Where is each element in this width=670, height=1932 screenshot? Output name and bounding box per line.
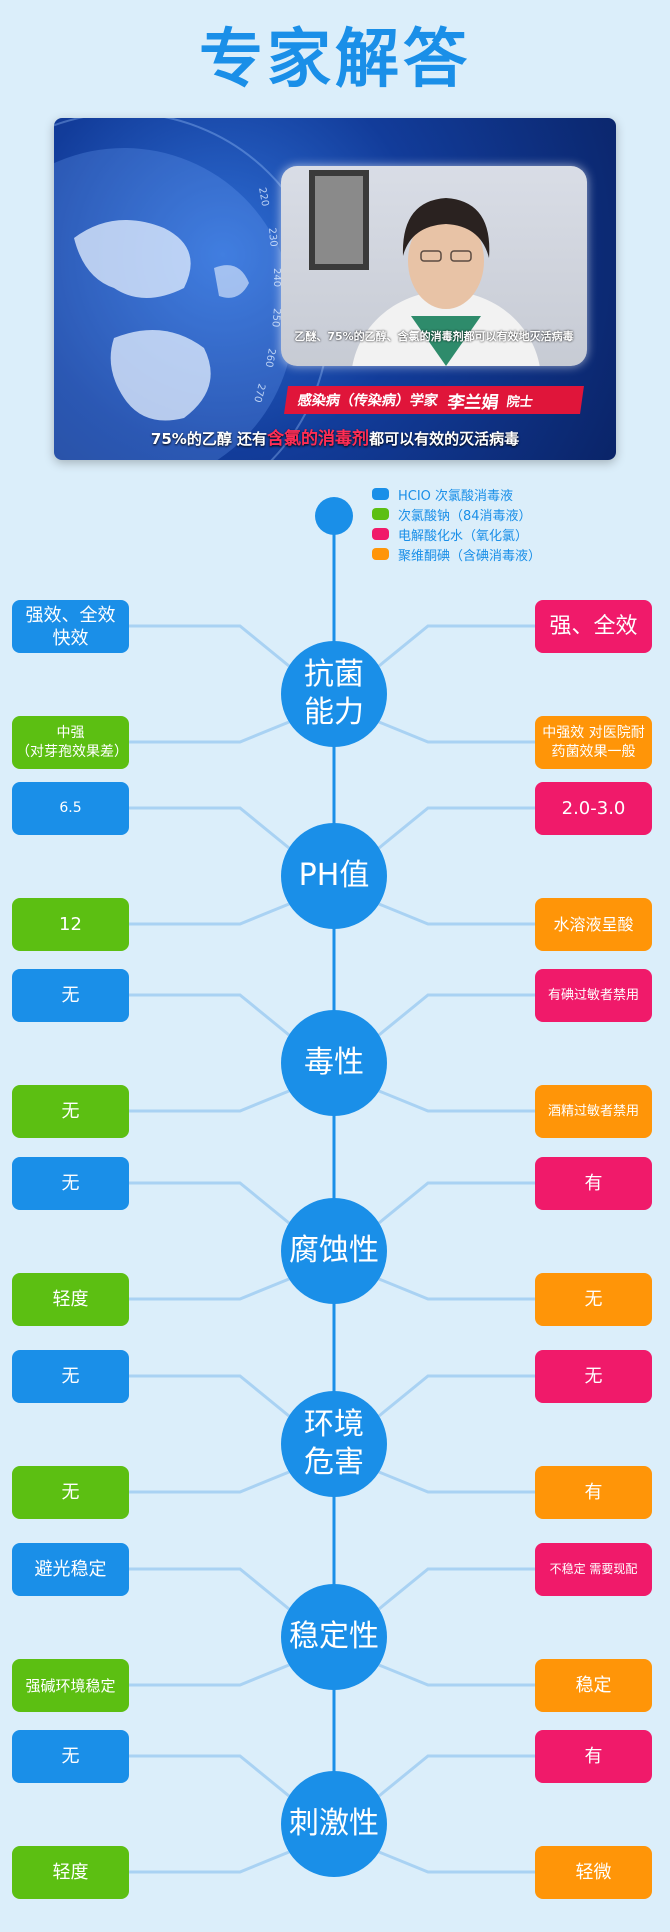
video-subtitle: 75%的乙醇 还有含氯的消毒剂都可以有效的灭活病毒 (54, 424, 616, 449)
value-box-left-bottom: 无 (12, 1466, 129, 1519)
subtitle-before: 75%的乙醇 还有 (150, 430, 268, 448)
connector-line (129, 1754, 290, 1798)
legend-swatch (372, 548, 389, 560)
connector-line (129, 1089, 290, 1113)
value-box-left-bottom: 轻度 (12, 1846, 129, 1899)
connector-line (129, 902, 290, 926)
connector-line (378, 1754, 535, 1798)
dial-number: 220 (256, 187, 270, 208)
legend: HCIO 次氯酸消毒液次氯酸钠（84消毒液） 电解酸化水（氧化氯） 聚维酮碘（含碘消… (372, 484, 541, 564)
legend-swatch (372, 508, 389, 520)
value-box-right-top: 不稳定 需要现配 (535, 1543, 652, 1596)
connector-line (129, 993, 290, 1037)
value-box-left-top: 无 (12, 1730, 129, 1783)
video-caption: 乙醚、75%的乙醇、含氯的消毒剂都可以有效地灭活病毒 (294, 330, 574, 343)
top-node (315, 497, 353, 535)
connector-line (129, 1663, 290, 1687)
value-box-right-top: 有 (535, 1730, 652, 1783)
connector-line (378, 624, 535, 668)
legend-item: HCIO 次氯酸消毒液 (372, 484, 541, 504)
legend-swatch (372, 528, 389, 540)
connector-line (129, 720, 290, 744)
connector-line (378, 1850, 535, 1874)
connector-line (378, 902, 535, 926)
dial-number: 260 (263, 347, 277, 368)
legend-item: 聚维酮碘（含碘消毒液） (372, 544, 541, 564)
legend-item: 电解酸化水（氧化氯） (372, 524, 541, 544)
subtitle-highlight: 含氯的消毒剂 (267, 429, 370, 449)
value-box-left-top: 无 (12, 1350, 129, 1403)
value-box-left-top: 无 (12, 1157, 129, 1210)
value-box-right-top: 有碘过敏者禁用 (535, 969, 652, 1022)
subtitle-after: 都可以有效的灭活病毒 (369, 430, 520, 448)
category-node: 环境 危害 (281, 1391, 387, 1497)
connector-line (129, 1277, 290, 1301)
connector-line (378, 993, 535, 1037)
connector-line (378, 1277, 535, 1301)
value-box-right-bottom: 无 (535, 1273, 652, 1326)
value-box-right-top: 强、全效 (535, 600, 652, 653)
dial-number: 270 (251, 382, 267, 403)
legend-swatch (372, 488, 389, 500)
value-box-left-top: 无 (12, 969, 129, 1022)
connector-line (129, 1567, 290, 1611)
value-box-right-bottom: 有 (535, 1466, 652, 1519)
value-box-left-top: 6.5 (12, 782, 129, 835)
connector-line (378, 1663, 535, 1687)
connector-line (378, 1567, 535, 1611)
value-box-right-top: 2.0-3.0 (535, 782, 652, 835)
legend-item: 次氯酸钠（84消毒液） (372, 504, 541, 524)
connector-line (129, 1470, 290, 1494)
legend-label: HCIO 次氯酸消毒液 (398, 488, 514, 504)
value-box-left-bottom: 轻度 (12, 1273, 129, 1326)
category-node: 刺激性 (281, 1771, 387, 1877)
connector-line (129, 624, 290, 668)
dial-number: 240 (271, 268, 282, 287)
category-node: 稳定性 (281, 1584, 387, 1690)
connector-line (378, 1089, 535, 1113)
value-box-right-top: 无 (535, 1350, 652, 1403)
expert-photo (309, 170, 540, 366)
connector-line (378, 1470, 535, 1494)
value-box-left-bottom: 12 (12, 898, 129, 951)
value-box-right-bottom: 轻微 (535, 1846, 652, 1899)
legend-label: 次氯酸钠（84消毒液） (398, 508, 532, 524)
expert-video-thumbnail[interactable]: 220 230 240 250 260 270 乙醚、75%的乙醇、含氯的消毒剂… (54, 118, 616, 460)
value-box-right-bottom: 酒精过敏者禁用 (535, 1085, 652, 1138)
connector-line (129, 806, 290, 850)
connector-line (378, 720, 535, 744)
dial-number: 230 (266, 227, 279, 247)
value-box-left-top: 避光稳定 (12, 1543, 129, 1596)
value-box-left-top: 强效、全效 快效 (12, 600, 129, 653)
connector-line (378, 1374, 535, 1418)
value-box-right-bottom: 水溶液呈酸 (535, 898, 652, 951)
expert-portrait: 乙醚、75%的乙醇、含氯的消毒剂都可以有效地灭活病毒 (281, 166, 587, 366)
connector-line (129, 1374, 290, 1418)
value-box-right-top: 有 (535, 1157, 652, 1210)
dial-number: 250 (269, 308, 282, 328)
page-title: 专家解答 (199, 23, 471, 97)
globe-graphic: 220 230 240 250 260 270 (54, 118, 330, 460)
connector-line (378, 1181, 535, 1225)
value-box-left-bottom: 中强 （对芽孢效果差） (12, 716, 129, 769)
connector-line (129, 1181, 290, 1225)
category-node: PH值 (281, 823, 387, 929)
value-box-right-bottom: 稳定 (535, 1659, 652, 1712)
legend-label: 聚维酮碘（含碘消毒液） (398, 548, 542, 564)
connector-line (129, 1850, 290, 1874)
value-box-left-bottom: 无 (12, 1085, 129, 1138)
category-node: 腐蚀性 (281, 1198, 387, 1304)
legend-label: 电解酸化水（氧化氯） (398, 528, 529, 544)
connector-line (378, 806, 535, 850)
category-node: 毒性 (281, 1010, 387, 1116)
value-box-left-bottom: 强碱环境稳定 (12, 1659, 129, 1712)
category-node: 抗菌 能力 (281, 641, 387, 747)
value-box-right-bottom: 中强效 对医院耐 药菌效果一般 (535, 716, 652, 769)
